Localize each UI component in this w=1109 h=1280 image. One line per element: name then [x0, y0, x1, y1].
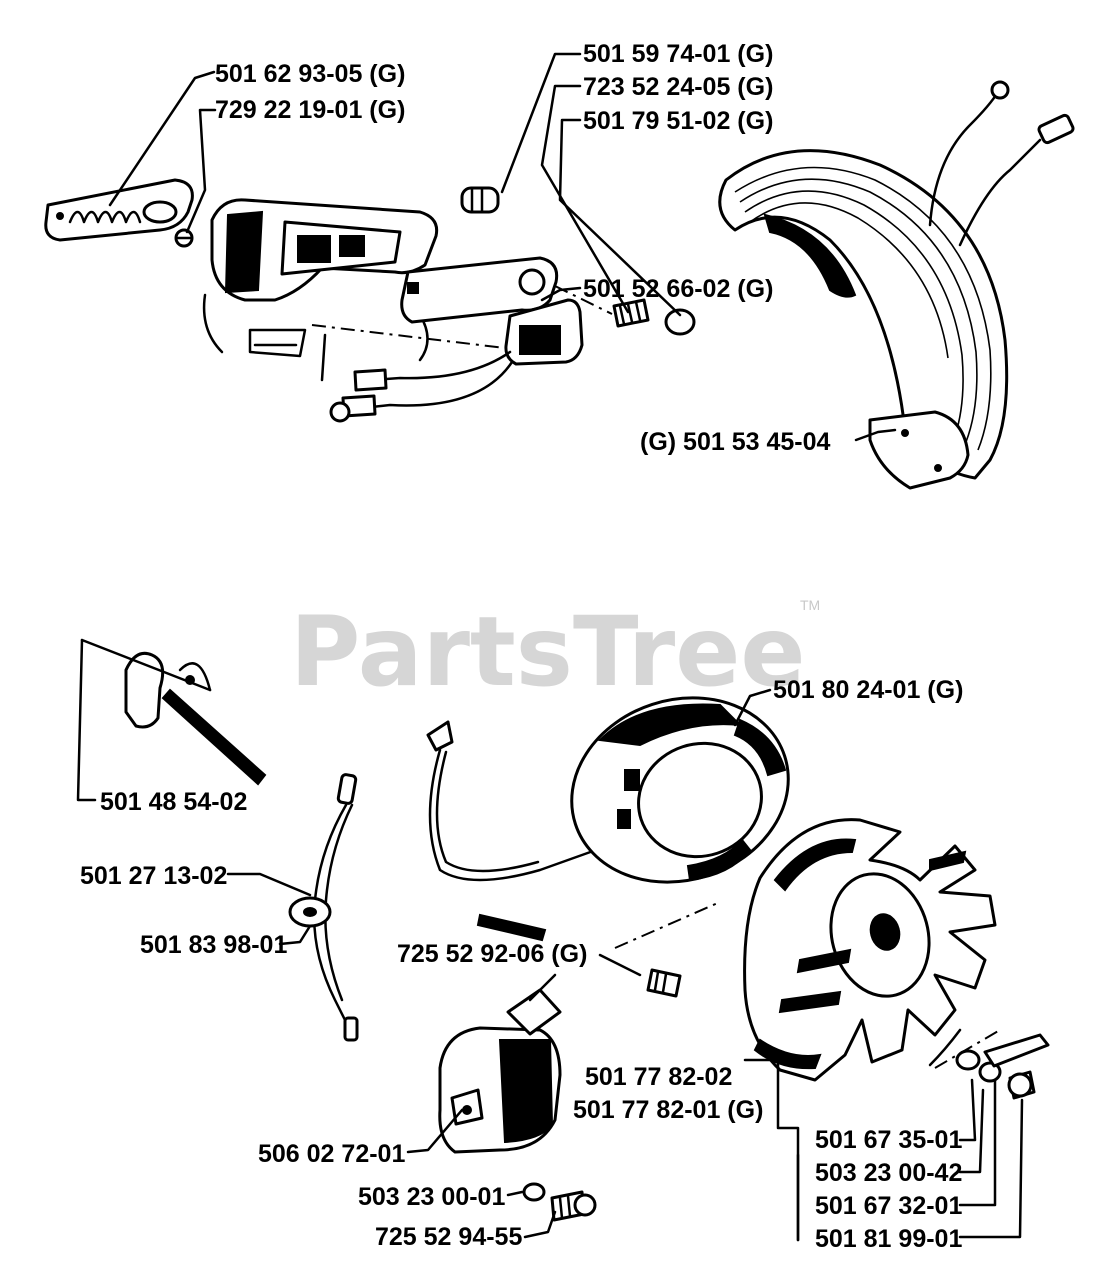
- part-label: 501 52 66-02 (G): [583, 275, 773, 303]
- ignition-lead: [312, 773, 359, 1042]
- part-label: 501 80 24-01 (G): [773, 676, 963, 704]
- part-label: 501 27 13-02: [80, 862, 227, 890]
- part-label: 501 48 54-02: [100, 788, 247, 816]
- flywheel: [743, 818, 997, 1082]
- lever-screw: [612, 298, 650, 328]
- flywheel-hardware: [928, 1028, 1050, 1100]
- part-label: 501 59 74-01 (G): [583, 40, 773, 68]
- leader-lines-bottom-center: [406, 688, 772, 1239]
- part-label: 725 52 94-55: [375, 1223, 522, 1251]
- leader-plug-cap-b: [80, 638, 212, 692]
- coil-screw: [550, 1190, 597, 1222]
- part-label: 501 62 93-05 (G): [215, 60, 405, 88]
- lever-cap: [664, 308, 696, 336]
- ignition-module-ring: [570, 696, 790, 884]
- module-screw: [646, 968, 682, 998]
- part-label: 501 77 82-01 (G): [573, 1096, 763, 1124]
- part-label: 501 81 99-01: [815, 1225, 962, 1253]
- part-label: 503 23 00-42: [815, 1159, 962, 1187]
- part-label: 501 67 32-01: [815, 1192, 962, 1220]
- spark-plug-cap-part: [124, 651, 267, 786]
- ignition-coil-unit: [438, 973, 562, 1154]
- spring-sleeve: [460, 186, 500, 214]
- leader-lines-bottom-right: [743, 1029, 1024, 1242]
- part-label: 729 22 19-01 (G): [215, 96, 405, 124]
- leader-coil-band: [854, 428, 897, 442]
- watermark-trademark: TM: [800, 597, 820, 613]
- part-label: 503 23 00-01: [358, 1183, 505, 1211]
- armature-wire: [426, 720, 612, 942]
- lead-grommet: [288, 896, 332, 928]
- stop-switch: [329, 298, 584, 423]
- part-label: 501 83 98-01: [140, 931, 287, 959]
- part-label: (G) 501 53 45-04: [640, 428, 830, 456]
- leader-lines-bottom-left: [226, 872, 312, 946]
- leader-lines-top: [108, 52, 682, 349]
- handle-housing: [202, 198, 439, 382]
- switch-cover-plate: [44, 178, 194, 242]
- part-label: 506 02 72-01: [258, 1140, 405, 1168]
- coil-washer: [522, 1182, 546, 1202]
- cover-screw: [174, 228, 194, 248]
- part-label: 501 79 51-02 (G): [583, 107, 773, 135]
- part-label: 501 77 82-02: [585, 1063, 732, 1091]
- part-label: 723 52 24-05 (G): [583, 73, 773, 101]
- part-label: 725 52 92-06 (G): [397, 940, 587, 968]
- leader-plug-cap: [76, 638, 97, 802]
- part-label: 501 67 35-01: [815, 1126, 962, 1154]
- watermark: PartsTree: [290, 596, 805, 708]
